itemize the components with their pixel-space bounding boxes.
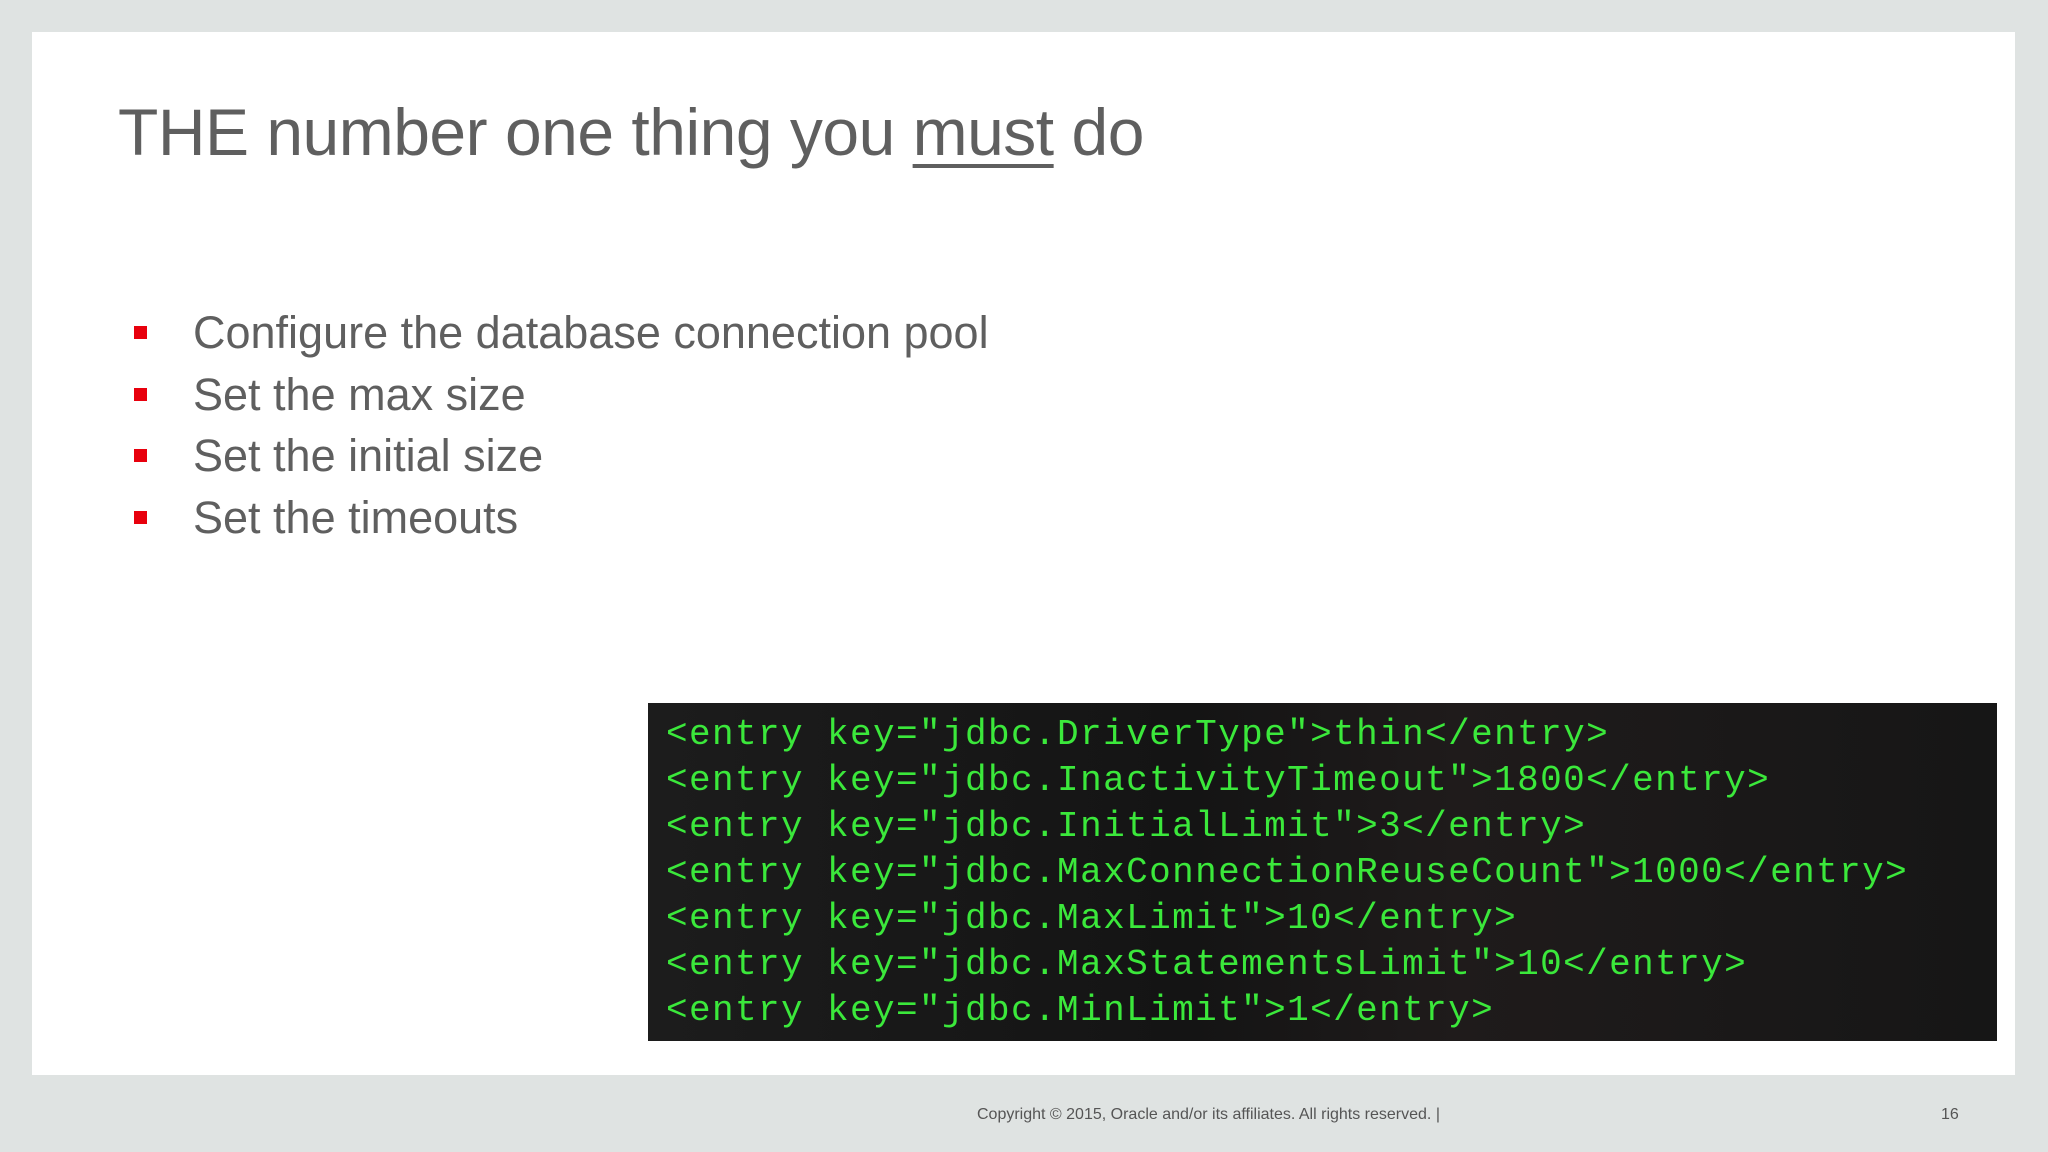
bullet-item: Set the timeouts xyxy=(132,487,989,549)
bullet-list: Configure the database connection pool S… xyxy=(132,302,989,548)
page-number: 16 xyxy=(1941,1106,1959,1123)
code-line: <entry key="jdbc.InactivityTimeout">1800… xyxy=(666,760,1771,801)
code-line: <entry key="jdbc.MaxStatementsLimit">10<… xyxy=(666,944,1748,985)
title-emphasis: must xyxy=(912,95,1055,169)
code-line: <entry key="jdbc.MaxLimit">10</entry> xyxy=(666,898,1518,939)
code-line: <entry key="jdbc.DriverType">thin</entry… xyxy=(666,714,1610,755)
bullet-square-icon xyxy=(134,326,147,339)
code-screenshot: <entry key="jdbc.DriverType">thin</entry… xyxy=(648,703,1997,1041)
bullet-text: Set the timeouts xyxy=(193,491,519,543)
slide-title: THE number one thing you must do xyxy=(118,94,1144,170)
title-text-end: do xyxy=(1053,95,1144,169)
copyright-text: Copyright © 2015, Oracle and/or its affi… xyxy=(977,1106,1440,1123)
bullet-item: Configure the database connection pool xyxy=(132,302,989,364)
code-line: <entry key="jdbc.MinLimit">1</entry> xyxy=(666,990,1495,1031)
bullet-square-icon xyxy=(134,449,147,462)
code-line: <entry key="jdbc.InitialLimit">3</entry> xyxy=(666,806,1587,847)
title-text: THE number one thing you xyxy=(118,95,913,169)
bullet-text: Configure the database connection pool xyxy=(193,307,989,358)
bullet-text: Set the max size xyxy=(193,368,526,420)
bullet-item: Set the max size xyxy=(132,364,989,426)
bullet-square-icon xyxy=(134,510,147,524)
bullet-square-icon xyxy=(134,387,147,401)
bullet-item: Set the initial size xyxy=(132,425,989,487)
bullet-text: Set the initial size xyxy=(193,430,544,481)
code-line: <entry key="jdbc.MaxConnectionReuseCount… xyxy=(666,852,1909,893)
